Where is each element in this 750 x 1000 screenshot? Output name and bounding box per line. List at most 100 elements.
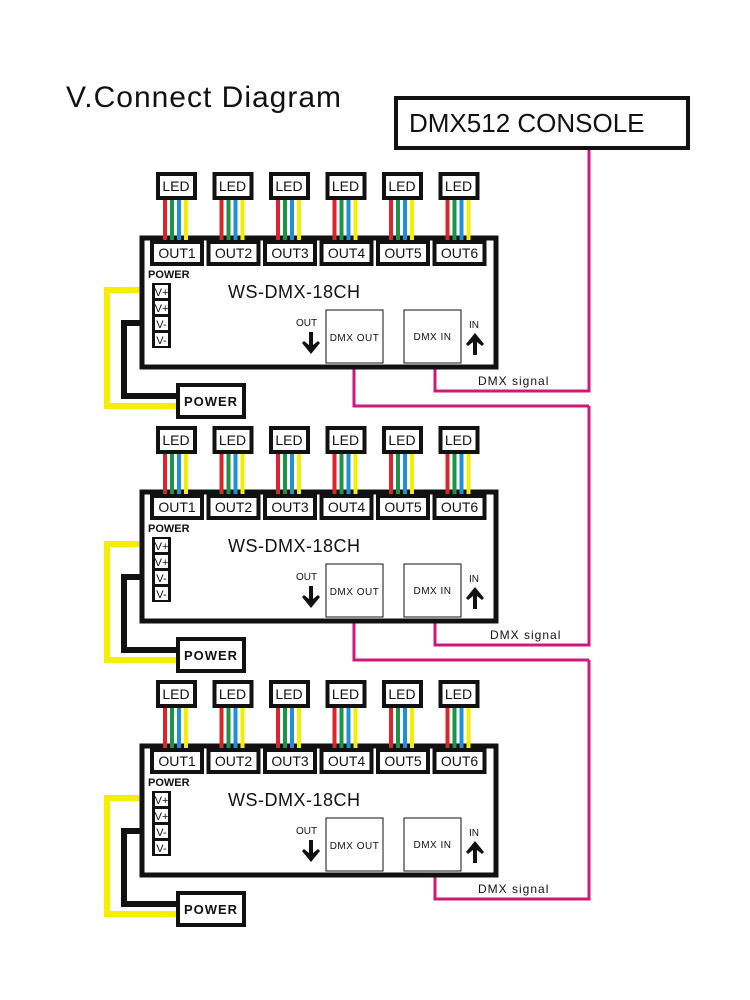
output-port-2 [206,748,261,774]
terminal-label-3: V- [156,319,167,331]
led-label: LED [219,432,246,448]
output-label: OUT4 [328,245,366,261]
terminal-label-4: V- [156,335,167,347]
console-label: DMX512 CONSOLE [409,108,645,138]
led-box [325,680,367,708]
terminal [155,285,168,298]
led-box [269,680,310,708]
output-port-5 [376,240,430,266]
dmx-signal-wire-out-2 [352,619,589,662]
dmx-in-label: DMX IN [414,840,452,851]
controller-units: LEDOUT1LEDOUT2LEDOUT3LEDOUT4LEDOUT5LEDOU… [104,172,561,927]
output-label: OUT3 [271,245,309,261]
power-supply-label: POWER [184,902,238,917]
led-box [325,172,367,200]
arrow-down-icon [302,586,320,608]
output-label: OUT3 [271,499,309,515]
dmx-out-port [325,309,384,364]
terminal [155,793,168,806]
in-direction-label: IN [469,828,479,839]
power-header: POWER [148,777,190,789]
dmx-signal-wire-in-1 [433,150,591,393]
led-box [269,426,310,454]
led-box [438,172,480,200]
terminal-label-1: V+ [155,287,169,299]
terminal-label-3: V- [156,573,167,585]
led-box [438,426,480,454]
terminal-label-3: V- [156,827,167,839]
dmx-signal-wire-in-2 [433,406,591,647]
output-label: OUT4 [328,499,366,515]
out-direction-label: OUT [296,318,317,329]
dmx-out-label: DMX OUT [330,587,380,598]
output-port-6 [432,240,487,266]
controller-unit-3: LEDOUT1LEDOUT2LEDOUT3LEDOUT4LEDOUT5LEDOU… [104,680,548,927]
out-direction-label: OUT [296,572,317,583]
led-label: LED [388,432,415,448]
output-port-4 [319,748,374,774]
output-port-4 [319,240,374,266]
terminal [155,825,168,838]
dmx-in-label: DMX IN [414,332,452,343]
arrow-down-icon [302,332,320,354]
terminal [155,841,168,854]
dmx-out-label: DMX OUT [330,333,380,344]
led-label: LED [219,178,246,194]
output-label: OUT1 [158,753,196,769]
output-label: OUT2 [215,753,253,769]
output-port-1 [150,240,204,266]
power-supply-box [176,637,246,673]
arrow-up-icon [466,587,484,609]
output-port-5 [376,494,430,520]
output-port-2 [206,240,261,266]
output-label: OUT3 [271,753,309,769]
dmx-in-port [403,817,462,872]
output-port-3 [263,494,317,520]
led-label: LED [332,432,359,448]
power-header: POWER [148,523,190,535]
terminal [155,809,168,822]
output-label: OUT6 [441,499,479,515]
led-box [212,172,254,200]
output-port-6 [432,494,487,520]
arrow-down-icon [302,840,320,862]
output-label: OUT5 [384,753,422,769]
output-port-3 [263,240,317,266]
output-port-6 [432,748,487,774]
power-header: POWER [148,269,190,281]
power-supply-label: POWER [184,648,238,663]
controller-unit-2: LEDOUT1LEDOUT2LEDOUT3LEDOUT4LEDOUT5LEDOU… [104,426,561,673]
output-label: OUT5 [384,245,422,261]
output-label: OUT2 [215,499,253,515]
led-label: LED [162,432,189,448]
model-name: WS-DMX-18CH [228,536,361,556]
terminal [155,571,168,584]
dmx512-console: DMX512 CONSOLE [394,96,690,150]
terminal-block [152,537,171,602]
terminal [155,317,168,330]
dmx-signal-label: DMX signal [490,628,561,642]
console-box [394,96,690,150]
arrow-up-icon [466,841,484,863]
power-positive-wire [104,287,178,409]
terminal [155,301,168,314]
output-port-4 [319,494,374,520]
terminal-label-2: V+ [155,303,169,315]
led-box [269,172,310,200]
terminal-label-4: V- [156,843,167,855]
led-label: LED [388,686,415,702]
power-supply-box [176,891,246,927]
terminal-label-2: V+ [155,557,169,569]
led-label: LED [275,432,302,448]
led-box [438,680,480,708]
led-box [212,680,254,708]
dmx-in-port [403,563,462,618]
power-supply-box [176,383,246,419]
terminal-label-1: V+ [155,541,169,553]
led-label: LED [162,686,189,702]
dmx-signal-label: DMX signal [478,374,549,388]
output-label: OUT4 [328,753,366,769]
led-box [325,426,367,454]
led-label: LED [445,178,472,194]
